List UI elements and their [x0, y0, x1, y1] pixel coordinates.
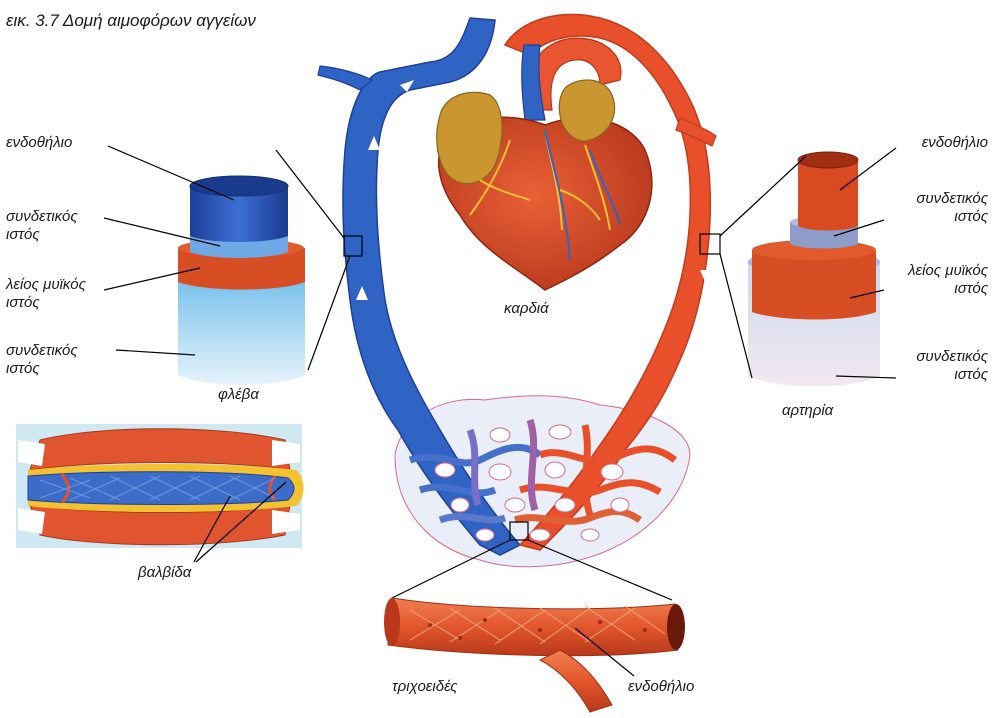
vein-smooth-muscle-label: λείος μυϊκός ιστός — [6, 276, 106, 312]
artery-smooth-muscle-label: λείος μυϊκός ιστός — [878, 262, 988, 298]
capillary-label: τριχοειδές — [392, 678, 458, 696]
vein-connective-label: συνδετικός ιστός — [6, 208, 106, 244]
vein-section — [178, 176, 305, 385]
artery-connective-label: συνδετικός ιστός — [888, 190, 988, 226]
artery-endothelium-label: ενδοθήλιο — [922, 134, 988, 152]
artery-section — [748, 152, 880, 387]
vein-outer-connective-label: συνδετικός ιστός — [6, 342, 106, 378]
heart-atrium-left — [437, 92, 502, 183]
artery-outer-connective-label: συνδετικός ιστός — [888, 348, 988, 384]
valve-section — [16, 424, 304, 548]
arrow-icon — [690, 340, 702, 354]
vein-label: φλέβα — [218, 386, 259, 404]
heart-label: καρδιά — [504, 300, 549, 318]
circulation-loop — [318, 14, 716, 566]
figure-caption: εικ. 3.7 Δομή αιμοφόρων αγγείων — [6, 12, 256, 30]
arrow-icon — [623, 90, 637, 102]
vein-endothelium-label: ενδοθήλιο — [6, 134, 72, 152]
artery-label: αρτηρία — [782, 402, 833, 420]
valve-label: βαλβίδα — [138, 564, 191, 582]
heart-illustration — [437, 38, 652, 290]
capillary-endothelium-label: ενδοθήλιο — [628, 678, 694, 696]
